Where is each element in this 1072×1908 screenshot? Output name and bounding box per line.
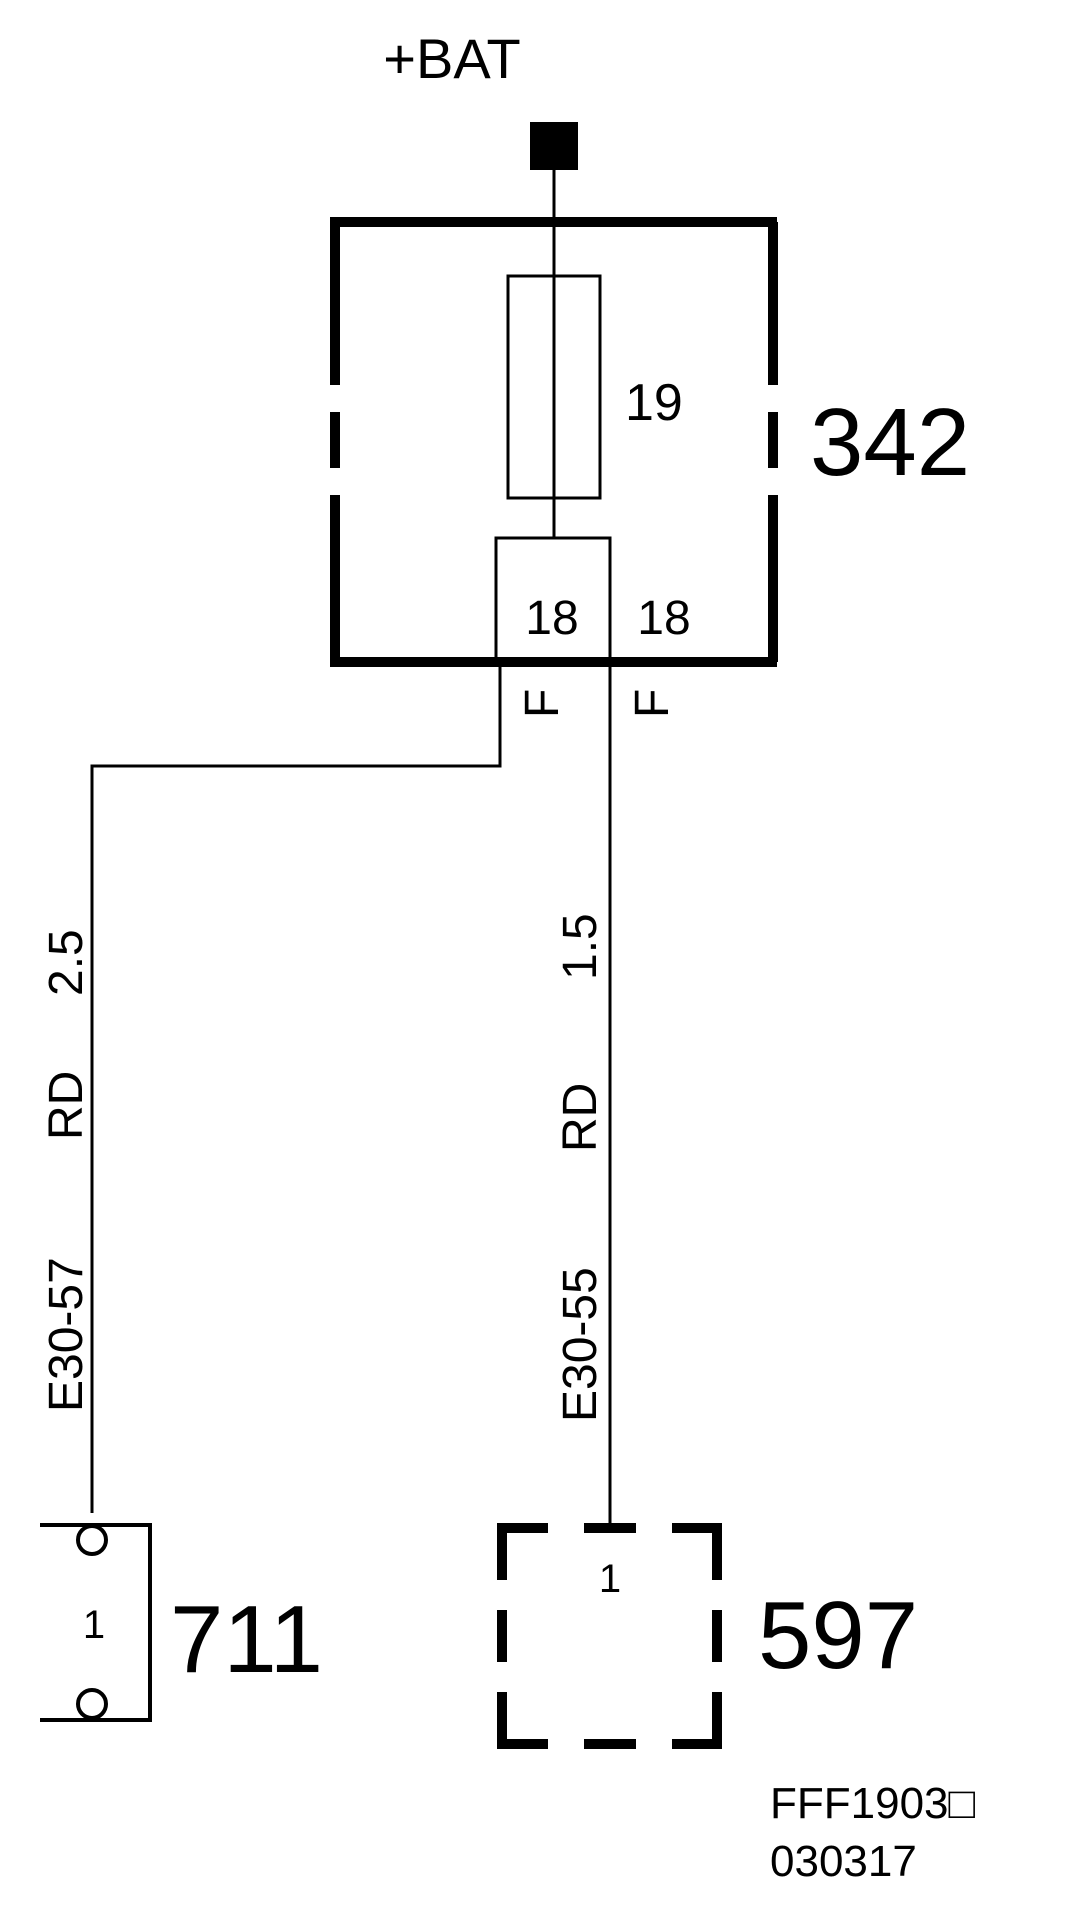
component-711-id: 711 [170,1586,323,1693]
fuse-box-id: 342 [810,389,970,496]
supply-label: +BAT [383,27,520,90]
fuse-box-bottom-edge [330,657,777,667]
wire-right-size: 1.5 [554,913,607,980]
wire-left-size: 2.5 [40,929,93,996]
wire-left-code: E30-57 [40,1257,93,1412]
terminal-right-label: 18 [637,592,690,645]
wire-left-color: RD [40,1071,93,1140]
terminal-block [494,536,612,664]
feed-mark-right: F [626,689,679,718]
battery-terminal [530,122,578,170]
component-597-outline [497,1523,722,1749]
terminal-left-label: 18 [525,592,578,645]
pin-connector-bottom [76,1688,108,1720]
component-597-pin: 1 [599,1557,621,1601]
reference-code: FFF1903□ [770,1779,976,1828]
pin-connector-top [76,1524,108,1556]
fuse-number: 19 [625,374,683,432]
component-711-pin: 1 [83,1603,105,1647]
wire-right-color: RD [554,1083,607,1152]
wire-e30-57 [90,667,502,1513]
reference-date: 030317 [770,1837,917,1886]
wire-right-code: E30-55 [554,1267,607,1422]
component-597-id: 597 [758,1582,918,1689]
feed-mark-left: F [516,689,569,718]
